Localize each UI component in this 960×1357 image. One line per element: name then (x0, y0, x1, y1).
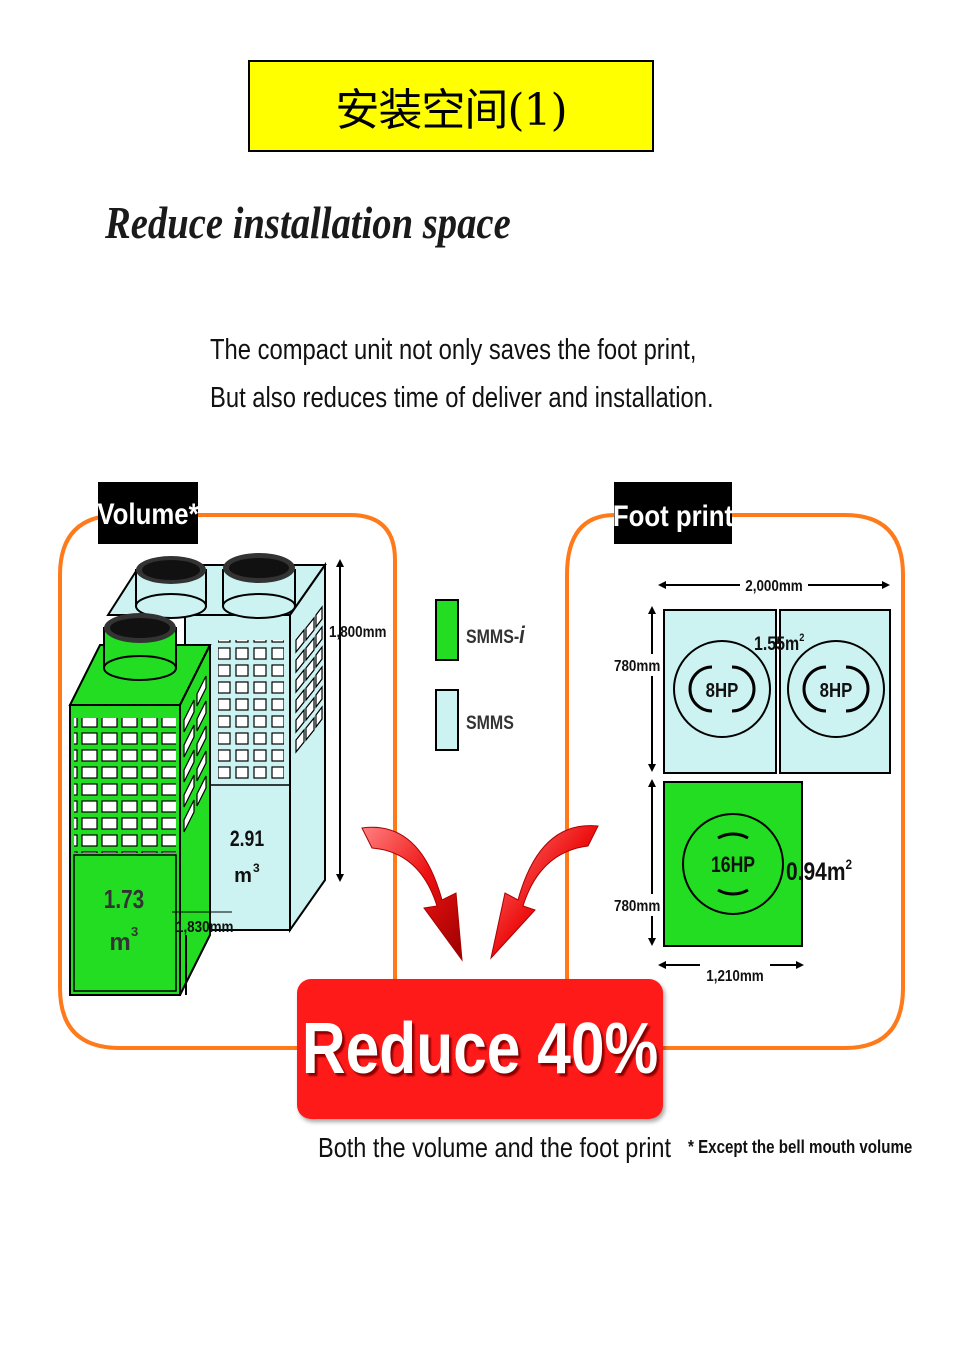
footprint-height-top: 780mm (614, 658, 660, 675)
page-title: 安装空间(1) (335, 85, 567, 136)
unit-8hp-left-label: 8HP (706, 679, 739, 702)
description-line-2: But also reduces time of deliver and ins… (210, 382, 714, 414)
unit-8hp-left (663, 609, 777, 774)
footprint-width-bottom: 1,210mm (706, 968, 764, 985)
legend-smms-label: SMMS (466, 712, 514, 734)
volume-tag: Volume* (97, 482, 199, 544)
footprint-tag: Foot print (613, 482, 733, 544)
unit-8hp-right-label: 8HP (820, 679, 853, 702)
depth-label: 1,830mm (176, 919, 234, 936)
legend-smms-i-swatch (435, 599, 459, 661)
unit-16hp-label: 16HP (711, 853, 755, 877)
smms-i-unit (68, 613, 212, 996)
unit-8hp-right (779, 609, 891, 774)
svg-text:SMMS-i: SMMS-i (466, 621, 526, 648)
red-arrow-left (361, 826, 463, 962)
smms-fan-left (135, 556, 207, 619)
svg-text:0.94m2: 0.94m2 (786, 856, 852, 885)
footprint-width-top: 2,000mm (745, 578, 803, 595)
subtitle: Reduce installation space (105, 197, 511, 248)
height-label: 1,800mm (329, 624, 387, 641)
smms-i-volume-unit: m (109, 929, 130, 956)
reduce-caption: Both the volume and the foot print (318, 1132, 672, 1163)
description-line-1: The compact unit not only saves the foot… (210, 334, 697, 366)
legend-smms-swatch (435, 689, 459, 751)
volume-tag-label: Volume* (97, 497, 198, 530)
footnote: * Except the bell mouth volume (688, 1137, 913, 1157)
smms-volume-unit: m (234, 865, 252, 887)
smms-i-volume-value: 1.73 (104, 885, 144, 914)
footprint-area-bottom-power: 2 (846, 856, 853, 872)
footprint-tag-label: Foot print (613, 499, 733, 532)
red-arrow-right (490, 825, 599, 960)
smms-volume-value: 2.91 (230, 827, 264, 851)
reduce-headline: Reduce 40% (301, 1009, 659, 1089)
smms-unit (106, 553, 327, 934)
footprint-area-top-power: 2 (799, 632, 804, 644)
footprint-area-bottom: 0.94m (786, 857, 846, 885)
legend-smms-i-label: SMMS- (466, 626, 519, 648)
title-box: 安装空间(1) (248, 60, 654, 152)
smms-volume-unit-power: 3 (253, 861, 260, 875)
footprint-height-bottom: 780mm (614, 898, 660, 915)
legend-smms-i-suffix: i (519, 621, 525, 648)
legend: SMMS-i SMMS (435, 599, 526, 751)
reduce-badge: Reduce 40% (297, 979, 663, 1119)
svg-text:1.55m2: 1.55m2 (754, 632, 805, 654)
footprint-area-top: 1.55m (754, 633, 799, 655)
unit-16hp (663, 781, 803, 947)
smms-i-volume-unit-power: 3 (131, 924, 138, 939)
footprint-panel-frame (565, 513, 905, 1050)
footprint-drawing: 2,000mm 8HP 8HP 1.55m2 780mm 16HP 0.94m2 (612, 574, 891, 985)
smms-i-fan (103, 613, 177, 681)
volume-panel-frame (58, 513, 397, 1050)
smms-fan-right (222, 553, 296, 619)
